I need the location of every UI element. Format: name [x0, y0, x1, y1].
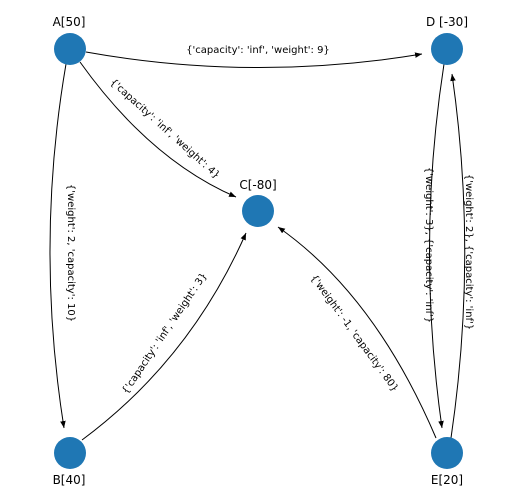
edge-label-e-c: {'weight': -1, 'capacity': 80}	[308, 273, 400, 394]
edge-label-a-d: {'capacity': 'inf', 'weight': 9}	[186, 45, 330, 56]
edge-label-d-e: {'weight': 3}, {'capacity': 'inf'}	[423, 167, 434, 323]
edge-e-d	[450, 73, 466, 439]
edge-a-b	[49, 63, 67, 429]
node-label-a: A[50]	[53, 15, 86, 29]
edge-a-d	[85, 51, 423, 69]
edge-e-c	[277, 226, 437, 439]
node-label-d: D [-30]	[426, 15, 468, 29]
edge-label-a-b: {'weight': 2, 'capacity': 10}	[65, 184, 76, 322]
node-e[interactable]	[431, 437, 463, 469]
edge-d-e	[429, 63, 445, 429]
node-label-c: C[-80]	[239, 178, 276, 192]
edge-label-e-d: {'weight': 2}, {'capacity': 'inf'}	[463, 174, 474, 330]
node-c[interactable]	[242, 195, 274, 227]
node-a[interactable]	[54, 33, 86, 65]
node-label-b: B[40]	[53, 473, 86, 487]
edges-layer	[49, 51, 466, 441]
nodes-layer	[54, 33, 463, 469]
node-b[interactable]	[54, 437, 86, 469]
node-d[interactable]	[431, 33, 463, 65]
edge-a-c	[79, 61, 237, 198]
edge-label-a-c: {'capacity': 'inf', 'weight': 4}	[108, 77, 222, 181]
node-labels-layer: A[50] B[40] C[-80] D [-30] E[20]	[53, 15, 468, 487]
node-label-e: E[20]	[431, 473, 463, 487]
edge-label-b-c: {'capacity': 'inf', 'weight': 3}	[120, 271, 209, 396]
edge-b-c	[81, 232, 247, 441]
